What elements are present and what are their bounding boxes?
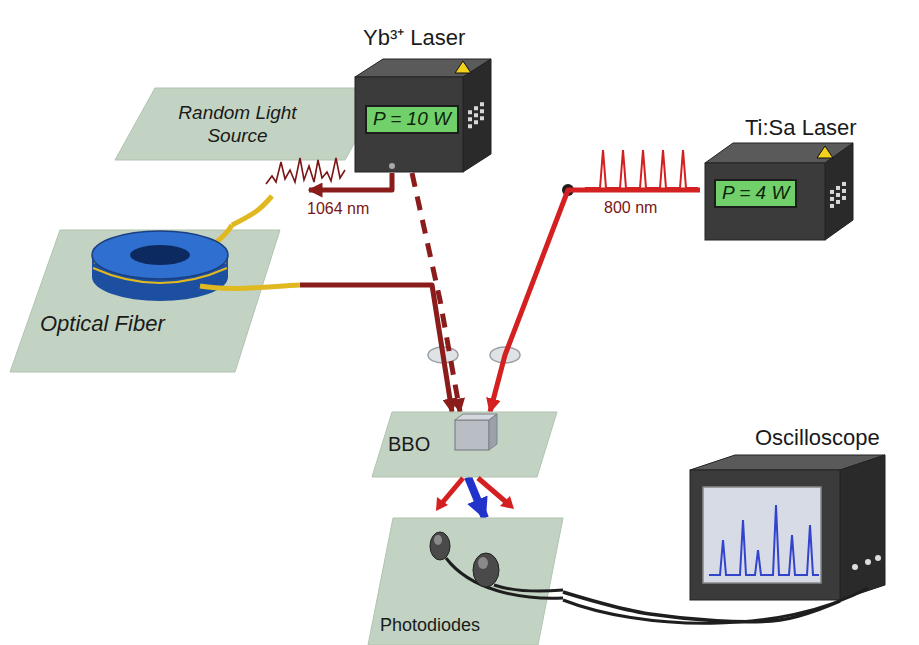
scope-trace — [709, 505, 819, 575]
random-signal — [266, 158, 345, 184]
keypad-key — [474, 120, 478, 124]
power-display: P = 10 W — [365, 105, 459, 134]
keypad-key — [468, 117, 472, 121]
keypad-key — [480, 116, 484, 120]
text-slot: Random Light Source — [170, 102, 305, 148]
laser-beam — [412, 173, 460, 412]
scope-knob — [852, 564, 858, 570]
residual-beam-head — [500, 496, 514, 509]
label-slot: 1064 nm — [305, 199, 371, 218]
warning-sign — [817, 146, 833, 158]
keypad-key — [474, 106, 478, 110]
wavelength-label: 800 nm — [602, 199, 659, 216]
device-label: Oscilloscope — [755, 425, 880, 451]
scope-screen — [703, 487, 821, 583]
box-front — [690, 470, 840, 600]
text-slot: Yb³⁺ Laser — [363, 25, 465, 51]
ground-panel — [368, 518, 563, 645]
keypad-key — [836, 186, 840, 190]
device-label: Random Light Source — [170, 102, 305, 148]
fiber-cable — [200, 285, 300, 288]
scope-knob — [875, 555, 881, 561]
keypad-key — [468, 110, 472, 114]
signal-cable — [494, 585, 563, 591]
laser-beam — [300, 285, 452, 412]
fiber-cable — [232, 196, 272, 225]
text-slot: Oscilloscope — [755, 425, 880, 451]
ground-panel — [10, 230, 280, 372]
text-slot: BBO — [388, 432, 430, 456]
keypad-key — [842, 182, 846, 186]
device-label: Photodiodes — [380, 615, 480, 637]
signal-cable — [446, 558, 563, 598]
keypad-key — [830, 204, 834, 208]
keypad-key — [480, 109, 484, 113]
fiber-spool — [92, 231, 228, 279]
scope-knob — [865, 559, 871, 565]
warning-sign — [455, 61, 471, 73]
laser-beam — [490, 190, 700, 412]
device-label: Optical Fiber — [40, 311, 165, 337]
laser-unit: Yb³⁺ Laser P = 10 W — [345, 25, 495, 173]
label-slot: 800 nm — [602, 198, 659, 217]
keypad-key — [842, 196, 846, 200]
residual-beam — [478, 478, 506, 502]
keypad-key — [836, 193, 840, 197]
node-shape — [685, 425, 897, 601]
text-slot: P = 10 W — [365, 105, 459, 134]
pulse-train — [585, 150, 698, 188]
box-side — [463, 59, 491, 172]
text-slot: Optical Fiber — [40, 311, 165, 337]
text-slot: Ti:Sa Laser — [745, 115, 857, 141]
keypad-key — [830, 190, 834, 194]
laser-aperture — [389, 163, 395, 169]
keypad-key — [474, 113, 478, 117]
keypad-key — [830, 197, 834, 201]
spool-hole — [130, 245, 190, 265]
ground-panel — [115, 88, 385, 160]
keypad-key — [842, 189, 846, 193]
residual-beam-head — [436, 497, 448, 511]
source-panel: Random Light Source — [115, 88, 309, 196]
oscilloscope-unit: Oscilloscope — [685, 425, 897, 601]
photodiode — [473, 553, 499, 587]
keypad-key — [836, 200, 840, 204]
bbo-crystal — [455, 420, 489, 450]
power-display: P = 4 W — [714, 179, 797, 208]
box-front — [355, 77, 463, 172]
bbo-crystal — [489, 414, 497, 450]
photodiode — [478, 557, 488, 569]
ground-panel — [372, 412, 557, 477]
box-side — [840, 455, 885, 600]
device-label: Ti:Sa Laser — [745, 115, 857, 141]
device-label: Yb³⁺ Laser — [363, 25, 465, 51]
photodiode — [430, 532, 450, 560]
residual-beam — [442, 478, 463, 503]
device-label: BBO — [388, 432, 430, 456]
wavelength-label: 1064 nm — [305, 200, 371, 217]
laser-unit: Ti:Sa Laser P = 4 W — [700, 115, 865, 245]
detector-panel: Photodiodes — [368, 518, 563, 645]
keypad-key — [480, 102, 484, 106]
text-slot: P = 4 W — [714, 179, 797, 208]
keypad-key — [468, 124, 472, 128]
signal-cable — [563, 588, 868, 623]
box-front — [705, 163, 825, 240]
photodiode — [434, 535, 442, 545]
text-slot: Photodiodes — [380, 615, 480, 637]
